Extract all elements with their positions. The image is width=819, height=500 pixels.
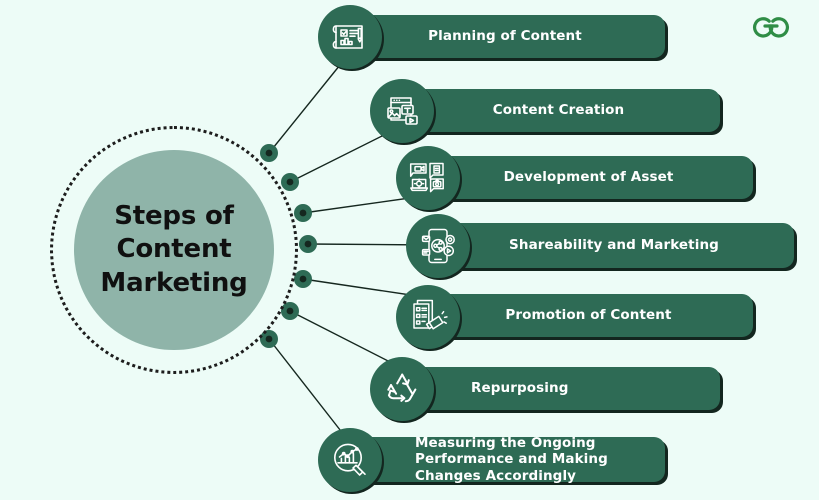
step-label-3: Development of Asset: [503, 169, 674, 186]
step-label-5: Promotion of Content: [505, 307, 672, 324]
step-bar-2[interactable]: Content Creation: [397, 89, 720, 132]
step-bar-7[interactable]: Measuring the Ongoing Performance and Ma…: [345, 434, 665, 484]
step-bar-1[interactable]: Planning of Content: [345, 15, 665, 58]
step-label-7: Measuring the Ongoing Performance and Ma…: [415, 434, 608, 484]
step-label-4: Shareability and Marketing: [509, 237, 719, 254]
chart-magnifier-icon[interactable]: [318, 428, 382, 492]
step-label-1: Planning of Content: [428, 28, 582, 45]
share-mobile-icon[interactable]: [406, 214, 470, 278]
blueprint-plan-icon[interactable]: [318, 5, 382, 69]
recycle-icon[interactable]: [370, 357, 434, 421]
content-creation-icon[interactable]: [370, 79, 434, 143]
step-bar-4[interactable]: Shareability and Marketing: [434, 223, 794, 268]
asset-development-icon[interactable]: [396, 146, 460, 210]
step-bar-3[interactable]: Development of Asset: [424, 156, 753, 199]
page-title: Steps of Content Marketing: [100, 201, 248, 298]
hub-dotted-ring: [50, 126, 298, 374]
step-bar-6[interactable]: Repurposing: [397, 367, 720, 410]
geeksforgeeks-logo: [745, 8, 797, 48]
step-bar-5[interactable]: Promotion of Content: [424, 294, 753, 337]
hub-circle: Steps of Content Marketing: [74, 150, 274, 350]
megaphone-doc-icon[interactable]: [396, 285, 460, 349]
step-label-2: Content Creation: [492, 102, 625, 119]
step-label-6: Repurposing: [471, 380, 569, 397]
